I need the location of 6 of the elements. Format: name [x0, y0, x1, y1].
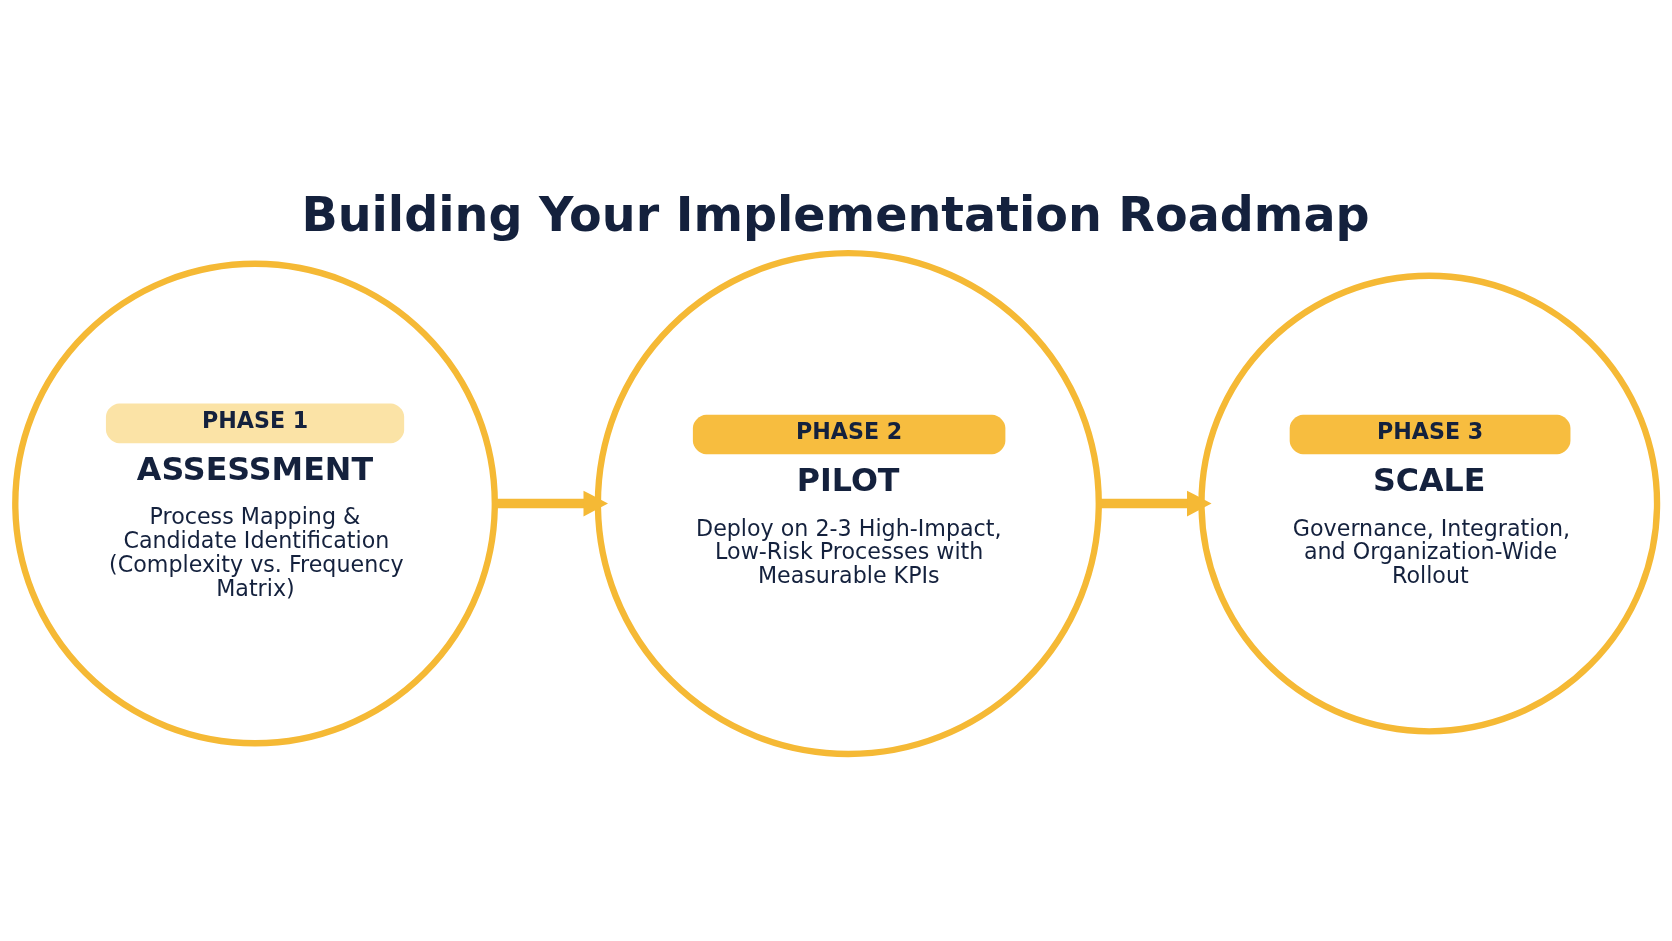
arrow: [495, 490, 608, 516]
diagram-title: Building Your Implementation Roadmap: [301, 186, 1370, 242]
arrow: [1098, 490, 1212, 516]
node-circle: PHASE 1 ASSESSMENT Process Mapping & Candidate Identification (Complexity vs. Frequency Matrix): [12, 260, 498, 746]
node-circle: PHASE 2 PILOT Deploy on 2-3 High-Impact, Low-Risk Processes with Measurable KPIs: [594, 249, 1102, 757]
node-circle: PHASE 3 SCALE Governance, Integration, and Organization-Wide Rollout: [1198, 272, 1661, 734]
